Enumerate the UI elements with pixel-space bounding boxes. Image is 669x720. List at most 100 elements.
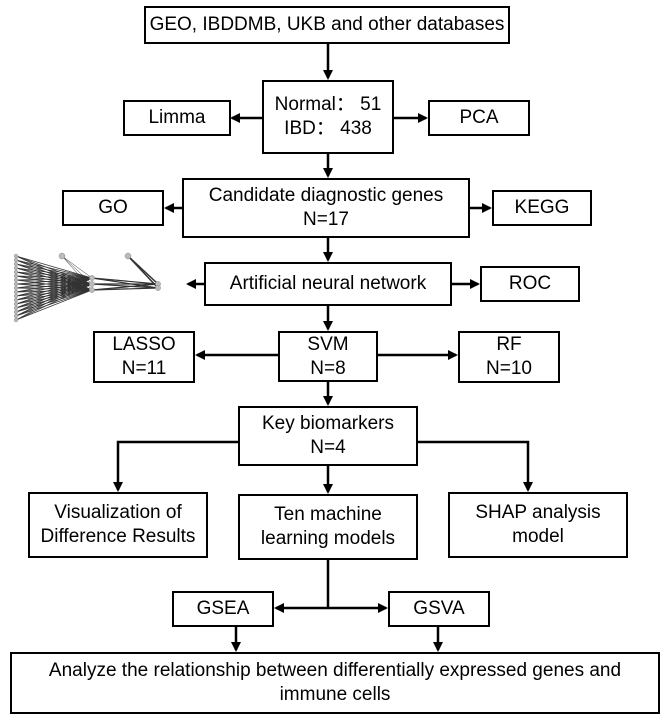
- nn-node: [13, 261, 19, 267]
- go-box: GO: [62, 190, 164, 226]
- ten-models-box: Ten machine learning models: [238, 494, 418, 560]
- nn-node: [13, 281, 19, 287]
- gsva-label: GSVA: [413, 598, 465, 619]
- gsea-label: GSEA: [196, 598, 250, 619]
- nn-node: [89, 275, 95, 281]
- nn-edge: [61, 255, 93, 285]
- nn-edge: [15, 277, 93, 297]
- kegg-label: KEGG: [514, 197, 570, 218]
- ann-label: Artificial neural network: [229, 273, 427, 294]
- nn-node: [13, 257, 19, 263]
- nn-node: [13, 277, 19, 283]
- arrow-key-to-shap: [418, 440, 533, 492]
- visual-line2: Difference Results: [40, 526, 196, 547]
- nn-edge: [91, 283, 159, 289]
- kegg-box: KEGG: [492, 190, 592, 226]
- nn-edge: [15, 283, 93, 301]
- nn-edge: [15, 271, 93, 279]
- nn-node: [58, 252, 66, 260]
- nn-node: [155, 285, 161, 291]
- rf-box: RF N=10: [458, 331, 560, 383]
- nn-edge: [15, 283, 93, 305]
- nn-edge: [15, 289, 93, 317]
- nn-edge: [15, 277, 93, 281]
- nn-node: [13, 293, 19, 299]
- nn-edge: [15, 275, 93, 279]
- samples-box: Normal： 51 IBD： 438: [262, 80, 394, 154]
- nn-node: [13, 265, 19, 271]
- nn-edge: [91, 283, 159, 291]
- arrow-key-to-visual: [113, 440, 238, 492]
- gsea-box: GSEA: [172, 591, 274, 627]
- nn-node: [13, 317, 19, 323]
- nn-node: [13, 253, 19, 259]
- samples-ibd: IBD： 438: [284, 118, 372, 139]
- nn-edge: [91, 277, 159, 285]
- nn-edge: [15, 277, 93, 285]
- nn-edge: [15, 289, 93, 313]
- nn-edge: [15, 283, 93, 317]
- nn-edge: [15, 277, 93, 289]
- pca-label: PCA: [459, 107, 499, 128]
- nn-edge: [15, 277, 93, 305]
- pca-box: PCA: [428, 100, 530, 136]
- ten-line2: learning models: [260, 528, 396, 549]
- nn-node: [13, 305, 19, 311]
- nn-edge: [15, 283, 93, 313]
- roc-box: ROC: [480, 266, 580, 302]
- lasso-box: LASSO N=11: [93, 331, 195, 383]
- nn-node: [89, 281, 95, 287]
- samples-normal: Normal： 51: [274, 94, 382, 115]
- candidate-count: N=17: [303, 209, 349, 230]
- visualization-box: Visualization of Difference Results: [28, 492, 208, 558]
- nn-edge: [15, 283, 93, 297]
- immune-line2: immune cells: [279, 684, 391, 705]
- limma-label: Limma: [148, 107, 206, 128]
- nn-edge: [91, 287, 159, 291]
- gsva-box: GSVA: [388, 591, 490, 627]
- shap-line2: model: [512, 526, 564, 547]
- databases-box: GEO, IBDDMB, UKB and other databases: [144, 6, 510, 44]
- go-label: GO: [98, 197, 128, 218]
- nn-node: [13, 313, 19, 319]
- databases-label: GEO, IBDDMB, UKB and other databases: [149, 14, 505, 35]
- nn-edge: [61, 255, 93, 291]
- nn-node: [13, 285, 19, 291]
- nn-node: [13, 297, 19, 303]
- nn-edge: [15, 283, 93, 309]
- candidate-label: Candidate diagnostic genes: [208, 185, 444, 206]
- nn-edge: [15, 289, 93, 321]
- rf-count: N=10: [486, 358, 532, 379]
- key-label: Key biomarkers: [262, 413, 394, 434]
- nn-edge: [15, 283, 93, 321]
- nn-edge: [15, 277, 93, 321]
- neural-network-illustration: [13, 252, 161, 323]
- nn-edge: [15, 277, 93, 293]
- nn-node: [13, 273, 19, 279]
- limma-box: Limma: [123, 100, 231, 136]
- immune-analysis-box: Analyze the relationship between differe…: [10, 652, 660, 714]
- nn-edge: [15, 277, 93, 309]
- nn-node: [89, 287, 95, 293]
- nn-node: [13, 309, 19, 315]
- ann-box: Artificial neural network: [204, 262, 452, 306]
- svm-label: SVM: [307, 333, 349, 355]
- nn-edge: [15, 259, 93, 279]
- nn-node: [124, 252, 132, 260]
- nn-edge: [15, 267, 93, 279]
- nn-node: [13, 269, 19, 275]
- shap-box: SHAP analysis model: [448, 492, 628, 558]
- lasso-label: LASSO: [112, 334, 176, 355]
- key-count: N=4: [310, 437, 346, 458]
- lasso-count: N=11: [121, 358, 167, 379]
- nn-node: [13, 301, 19, 307]
- nn-edge: [61, 255, 93, 279]
- nn-edge: [91, 277, 159, 289]
- svm-count: N=8: [310, 357, 346, 379]
- svm-box: SVM N=8: [278, 331, 378, 382]
- key-biomarkers-box: Key biomarkers N=4: [238, 406, 418, 466]
- nn-edge: [15, 255, 93, 279]
- nn-edge: [15, 277, 93, 313]
- visual-line1: Visualization of: [54, 502, 182, 523]
